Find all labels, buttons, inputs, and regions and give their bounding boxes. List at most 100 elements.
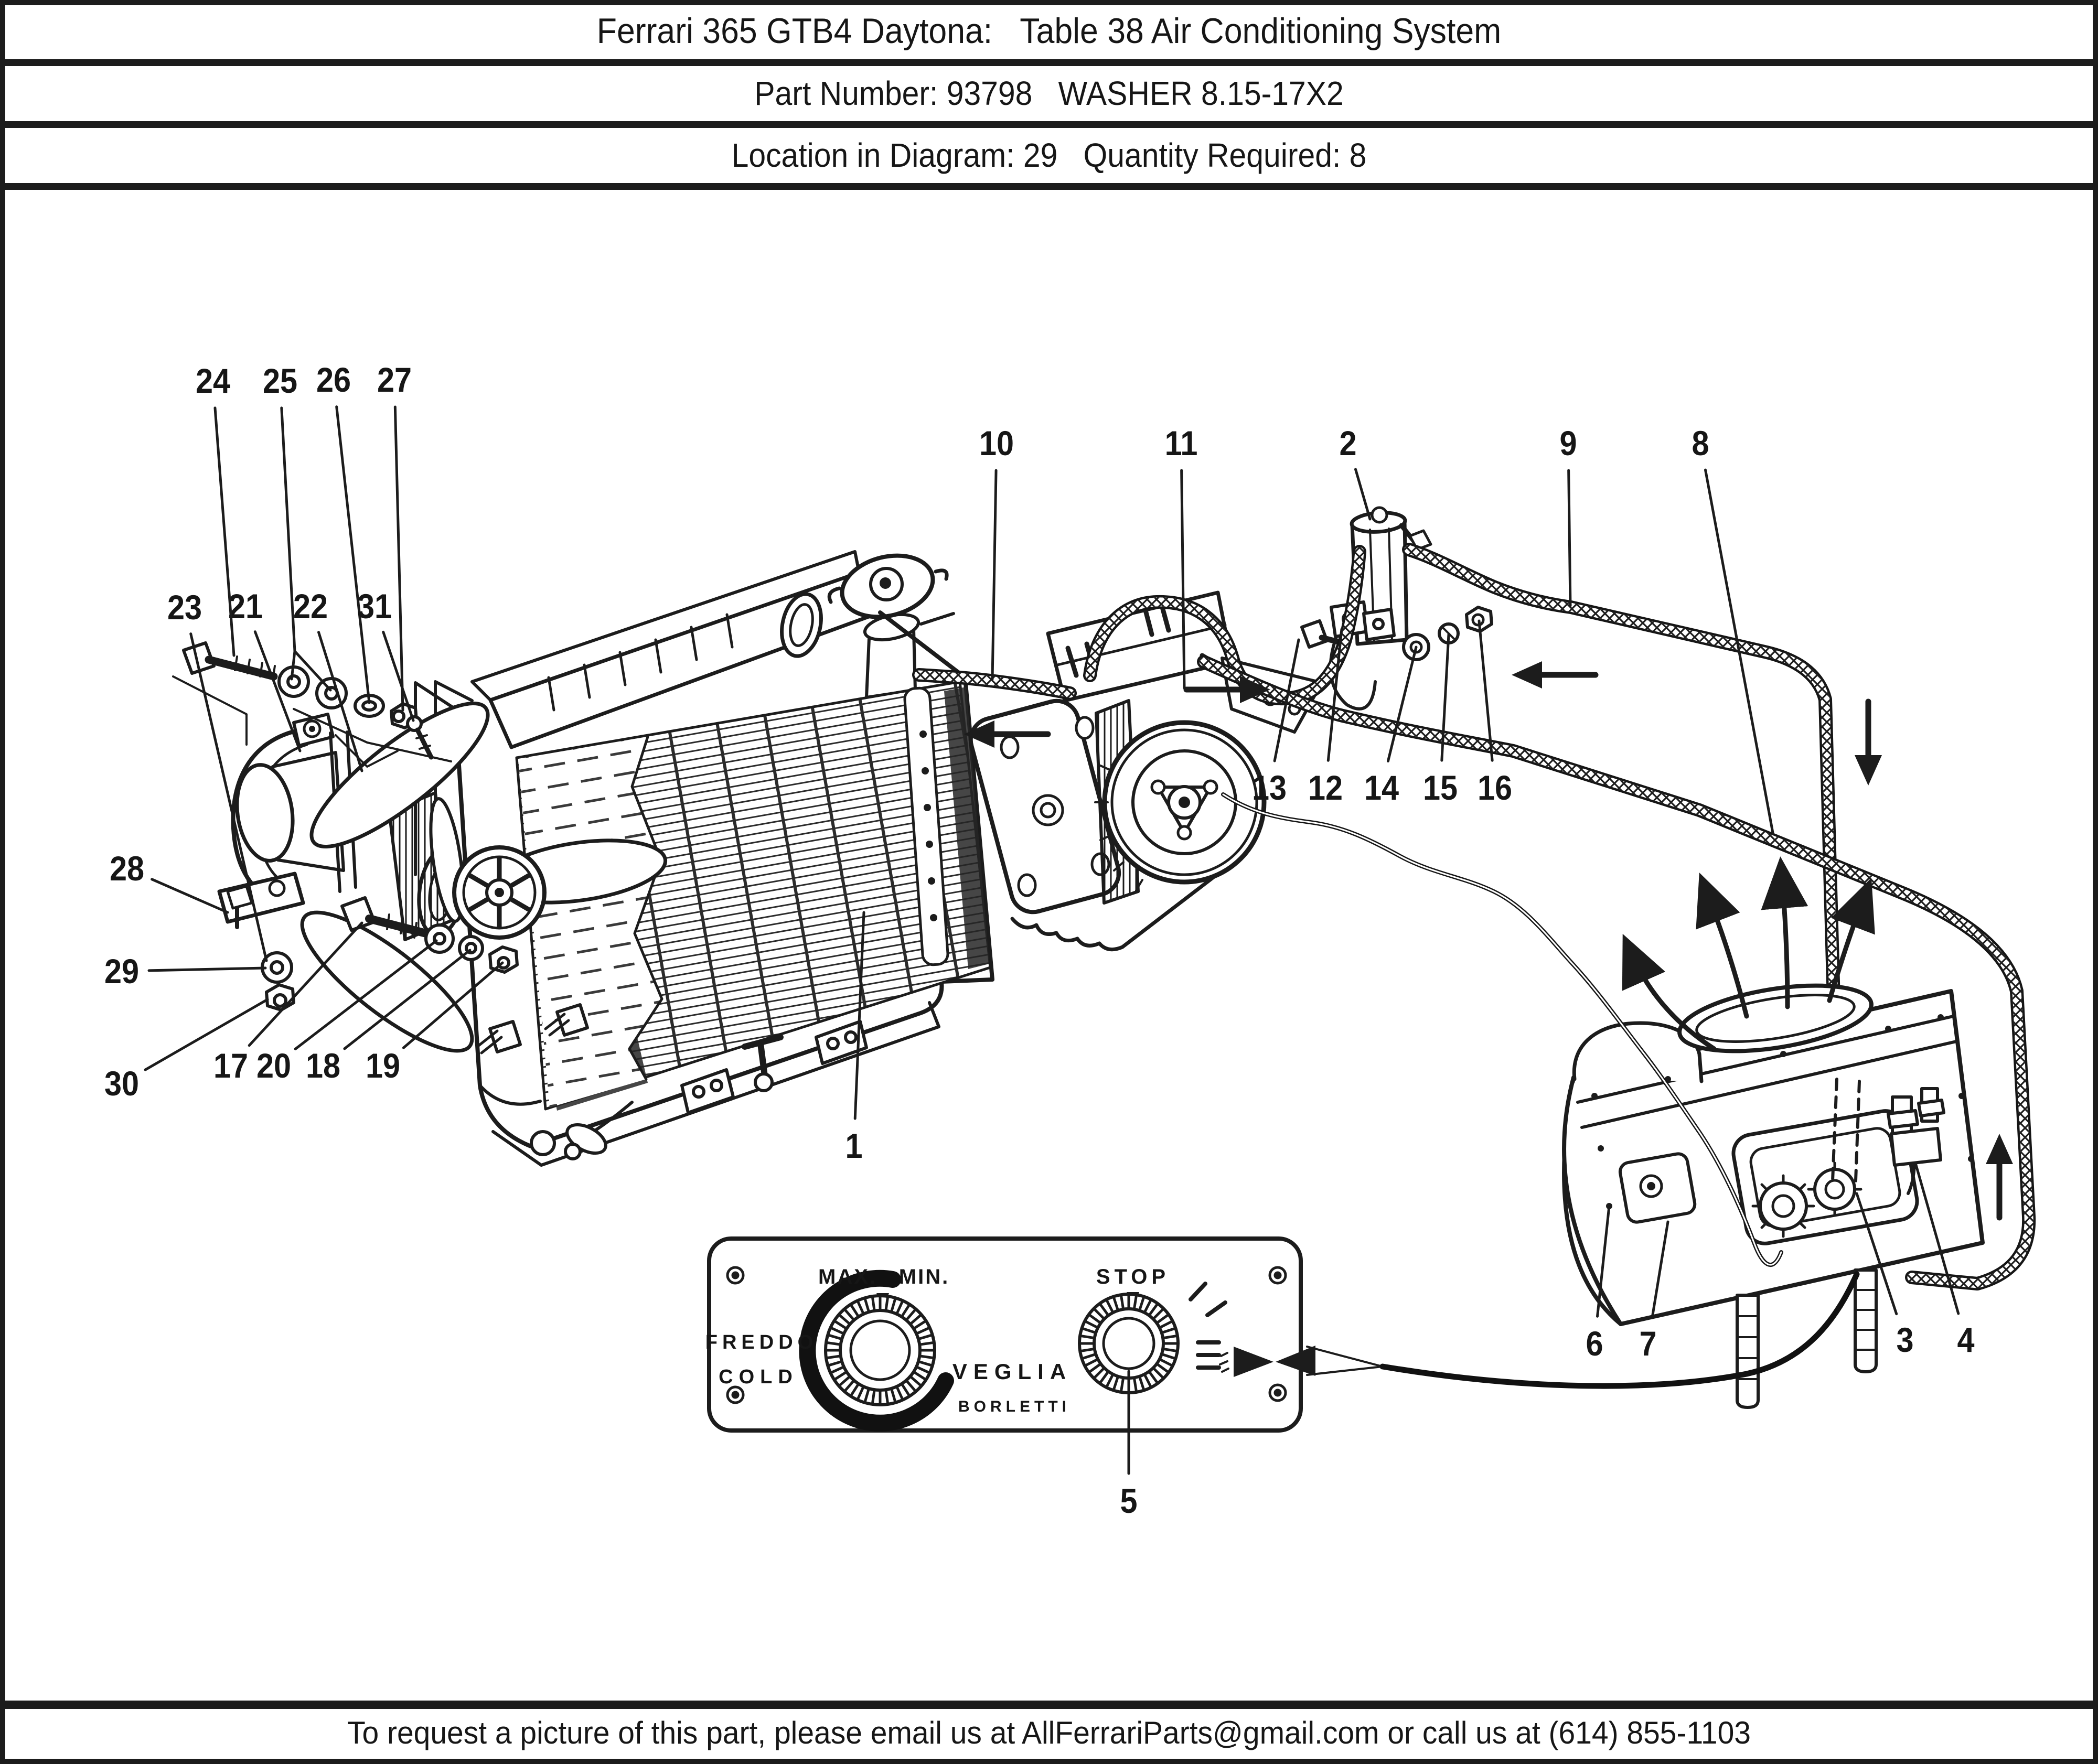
air-flow-arrow — [1696, 873, 1749, 1019]
panel-label-stop: STOP — [1096, 1265, 1170, 1288]
svg-text:8: 8 — [1692, 424, 1709, 463]
callout-19-label: 19 — [366, 1047, 400, 1085]
svg-text:28: 28 — [110, 849, 144, 888]
callout-16-label: 16 — [1478, 769, 1512, 808]
evaporator-left-inset — [1618, 1152, 1697, 1224]
control-cable — [1306, 1271, 1860, 1389]
callout-17-leader — [248, 921, 363, 1047]
callout-3-leader — [1855, 1192, 1898, 1316]
evaporator-hose-connectors — [1751, 1161, 1862, 1238]
flow-arrow-liquid-down — [1855, 698, 1882, 786]
callout-1-label: 1 — [845, 1127, 862, 1166]
air-flow-arrows — [1622, 856, 1875, 1051]
callout-19-leader — [402, 961, 504, 1049]
radiator-cap — [827, 553, 955, 699]
svg-text:13: 13 — [1252, 769, 1287, 808]
mounting-hardware — [172, 641, 519, 1012]
svg-text:6: 6 — [1586, 1325, 1603, 1363]
svg-text:1: 1 — [845, 1127, 862, 1166]
svg-text:27: 27 — [377, 361, 412, 400]
hoses — [912, 543, 2036, 1290]
callout-11-leader — [1180, 469, 1186, 690]
condenser-receiver-tube — [903, 686, 949, 966]
temperature-arc — [799, 1270, 954, 1432]
callout-11-label: 11 — [1165, 424, 1198, 463]
callout-22-label: 22 — [293, 587, 328, 626]
svg-text:4: 4 — [1957, 1321, 1974, 1360]
svg-text:29: 29 — [104, 952, 139, 991]
callout-3-label: 3 — [1896, 1321, 1913, 1360]
air-flow-arrow — [1622, 933, 1717, 1051]
svg-text:20: 20 — [256, 1047, 291, 1085]
svg-text:5: 5 — [1120, 1482, 1137, 1521]
flow-arrow-suction-left — [964, 720, 1051, 748]
callout-21-leader — [253, 630, 302, 752]
radiator-frame — [453, 610, 994, 1148]
svg-text:10: 10 — [979, 424, 1014, 463]
part-number-line: Part Number: 93798 WASHER 8.15-17X2 — [754, 75, 1343, 113]
callout-24-label: 24 — [196, 362, 230, 401]
svg-text:25: 25 — [263, 362, 297, 401]
svg-text:30: 30 — [104, 1064, 139, 1103]
evaporator-air-outlet — [1677, 983, 1874, 1053]
panel-label-max: MAX. — [818, 1265, 877, 1288]
panel-label-borletti: BORLETTI — [958, 1398, 1071, 1415]
callout-25-label: 25 — [263, 362, 297, 401]
svg-text:2: 2 — [1339, 424, 1356, 463]
header-divider-3 — [0, 183, 2098, 190]
svg-text:22: 22 — [293, 587, 328, 626]
svg-text:7: 7 — [1639, 1325, 1656, 1363]
callout-9-leader — [1567, 469, 1572, 607]
callout-15-label: 15 — [1423, 769, 1458, 808]
air-flow-arrow — [1761, 856, 1808, 1009]
callout-4-label: 4 — [1957, 1321, 1974, 1360]
panel-label-freddo: FREDDO — [705, 1331, 818, 1353]
callout-20-label: 20 — [256, 1047, 291, 1085]
hose-8 — [1197, 655, 2036, 1290]
svg-text:31: 31 — [357, 587, 392, 626]
radiator-bottom-fittings — [476, 1003, 868, 1160]
callout-15-leader — [1440, 633, 1450, 762]
fan-blade-3 — [300, 910, 474, 1053]
fan-speed-ticks — [1189, 1282, 1227, 1370]
blower-symbol — [1219, 1346, 1315, 1377]
evaporator-bolts — [1591, 1014, 1974, 1209]
footer-divider — [0, 1701, 2098, 1709]
svg-text:16: 16 — [1478, 769, 1512, 808]
svg-text:18: 18 — [306, 1047, 340, 1085]
callout-24-leader — [213, 406, 236, 657]
screw-31 — [406, 715, 423, 732]
top-tank-ribs — [547, 613, 734, 712]
fan-blade-1 — [309, 701, 490, 849]
header-divider-1 — [0, 59, 2098, 66]
callout-25-leader — [280, 406, 296, 653]
svg-text:11: 11 — [1165, 424, 1198, 463]
svg-text:9: 9 — [1559, 424, 1577, 463]
evaporator-unit — [1562, 856, 1985, 1409]
callout-28-label: 28 — [110, 849, 144, 888]
svg-text:26: 26 — [316, 361, 351, 400]
expansion-valve — [1887, 1087, 1945, 1195]
radiator-inlet-neck — [780, 592, 823, 658]
callout-7-label: 7 — [1639, 1325, 1656, 1363]
callout-5-label: 5 — [1120, 1482, 1137, 1521]
footer-contact: To request a picture of this part, pleas… — [347, 1716, 1751, 1751]
temperature-knob — [824, 1294, 936, 1406]
fan-motor — [217, 701, 668, 1053]
svg-text:14: 14 — [1364, 769, 1399, 808]
panel-knobs — [824, 1293, 1180, 1406]
callout-28-leader — [151, 878, 229, 914]
callout-13-label: 13 — [1252, 769, 1287, 808]
svg-text:21: 21 — [228, 587, 263, 626]
flow-arrow-to-drier — [1183, 676, 1270, 703]
svg-text:3: 3 — [1896, 1321, 1913, 1360]
cooling-fan — [300, 701, 668, 1053]
callout-4-leader — [1914, 1161, 1960, 1315]
fan-hub-spokes — [467, 855, 532, 930]
callout-2-leader — [1354, 468, 1372, 521]
bolt-24 — [182, 641, 216, 675]
